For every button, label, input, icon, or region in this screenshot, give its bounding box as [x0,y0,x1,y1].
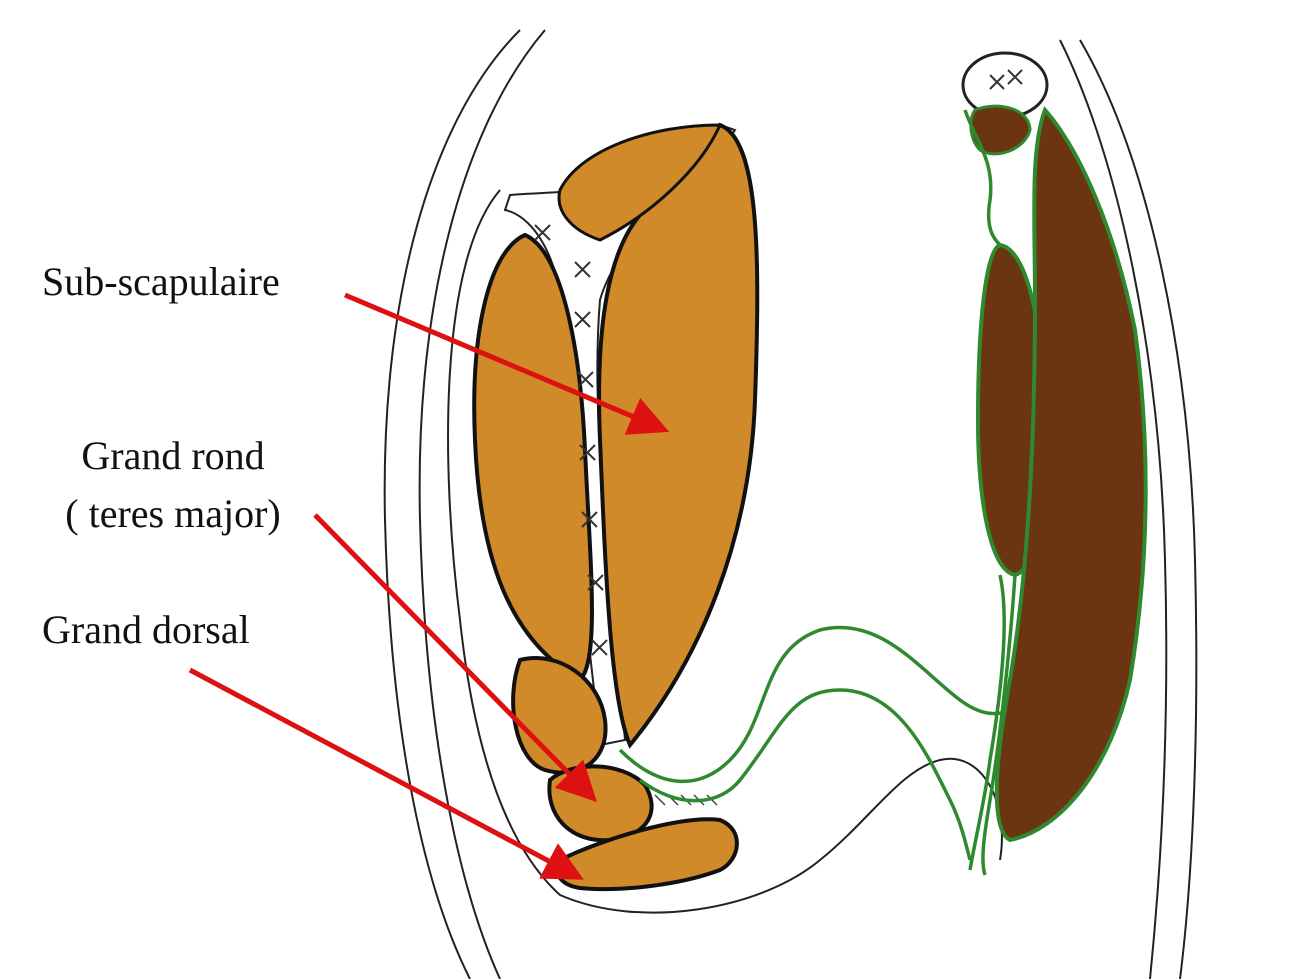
skin-contours [383,29,1198,979]
subscapularis-upper-lobe [557,123,723,242]
teres-major-lower [547,764,654,843]
arrow-teres-major [313,513,598,803]
septum-crosses [534,224,608,656]
label-teres-major-line1: Grand rond [81,433,265,478]
label-arrows [188,292,670,880]
posterior-long-muscle [994,106,1148,843]
cap-crosses [989,69,1023,90]
latissimus-dorsi [554,817,739,892]
green-fascia [618,109,1017,876]
anterior-fascia [447,189,1003,914]
arrow-latissimus [188,667,584,880]
label-teres-major-line2: ( teres major) [65,491,281,536]
label-latissimus: Grand dorsal [42,607,250,652]
posterior-small-muscle [969,104,1032,156]
arrow-subscapularis [344,292,670,435]
label-subscapularis: Sub-scapulaire [42,259,280,304]
tendon-hatching [654,629,1030,806]
